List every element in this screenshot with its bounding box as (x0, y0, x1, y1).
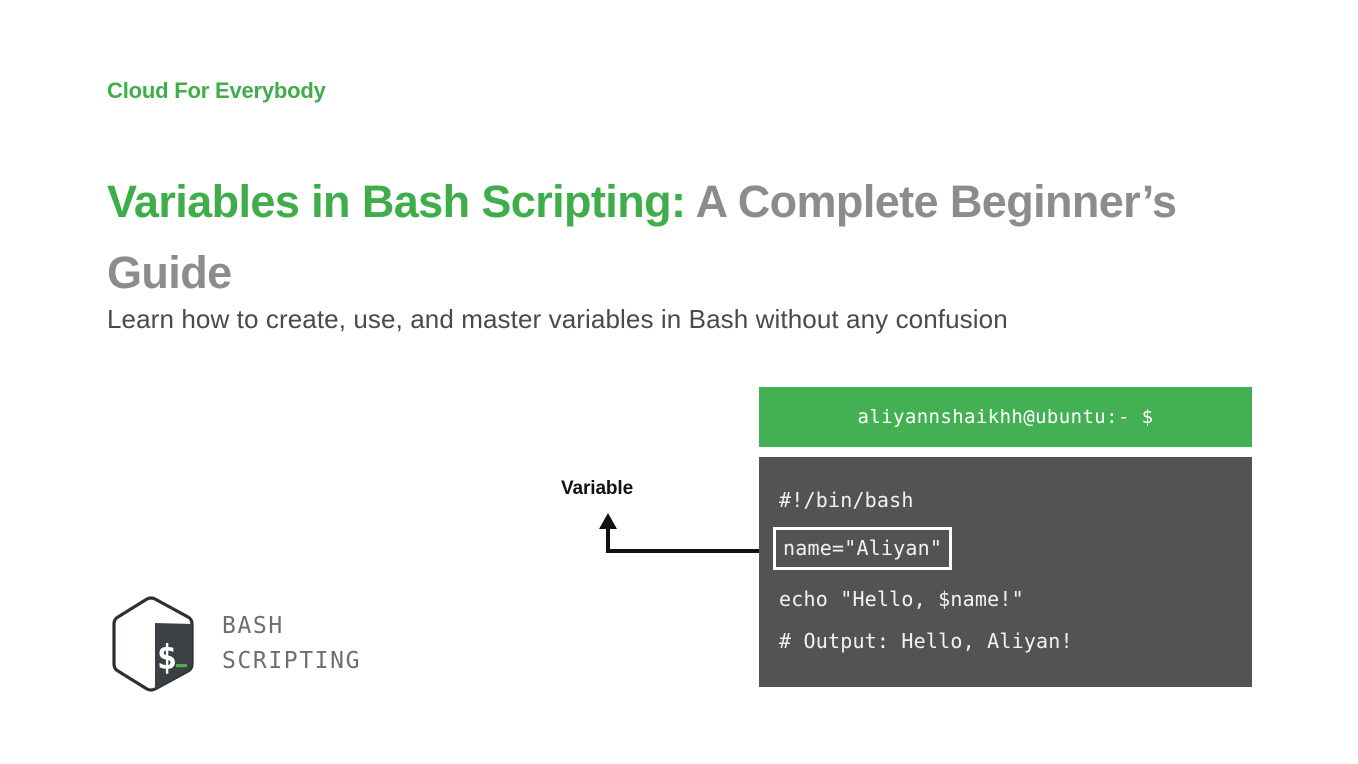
page-title-rest: A Complete Beginner’s Guide (107, 176, 1177, 299)
bash-logo-text: BASH SCRIPTING (222, 609, 361, 679)
page-title: Variables in Bash Scripting: A Complete … (107, 166, 1207, 308)
terminal-code-area: #!/bin/bash name="Aliyan" echo "Hello, $… (759, 457, 1252, 687)
terminal-prompt-text: aliyannshaikhh@ubuntu:- $ (857, 406, 1154, 428)
highlighted-code-wrapper: name="Aliyan" (759, 527, 1252, 570)
terminal-title-bar: aliyannshaikhh@ubuntu:- $ (759, 387, 1252, 447)
page-title-highlight: Variables in Bash Scripting: (107, 176, 686, 228)
brand-name: Cloud For Everybody (107, 78, 326, 103)
terminal-window: aliyannshaikhh@ubuntu:- $ #!/bin/bash na… (759, 387, 1252, 687)
bash-cube-icon: $ (112, 596, 194, 692)
code-line-shebang: #!/bin/bash (779, 488, 914, 512)
elbow-arrow-up-icon (599, 513, 775, 553)
annotation-label: Variable (561, 478, 634, 499)
code-line-echo: echo "Hello, $name!" (779, 587, 1024, 611)
bash-cursor-underscore (176, 664, 187, 668)
code-line-output-comment: # Output: Hello, Aliyan! (779, 629, 1073, 653)
bash-logo-line-2: SCRIPTING (222, 648, 362, 674)
page-subtitle: Learn how to create, use, and master var… (107, 304, 1008, 334)
code-line-variable-assignment[interactable]: name="Aliyan" (773, 527, 953, 570)
bash-logo-block: $ BASH SCRIPTING (110, 596, 361, 692)
bash-dollar-glyph: $ (157, 638, 177, 678)
bash-logo-line-1: BASH (222, 613, 284, 639)
